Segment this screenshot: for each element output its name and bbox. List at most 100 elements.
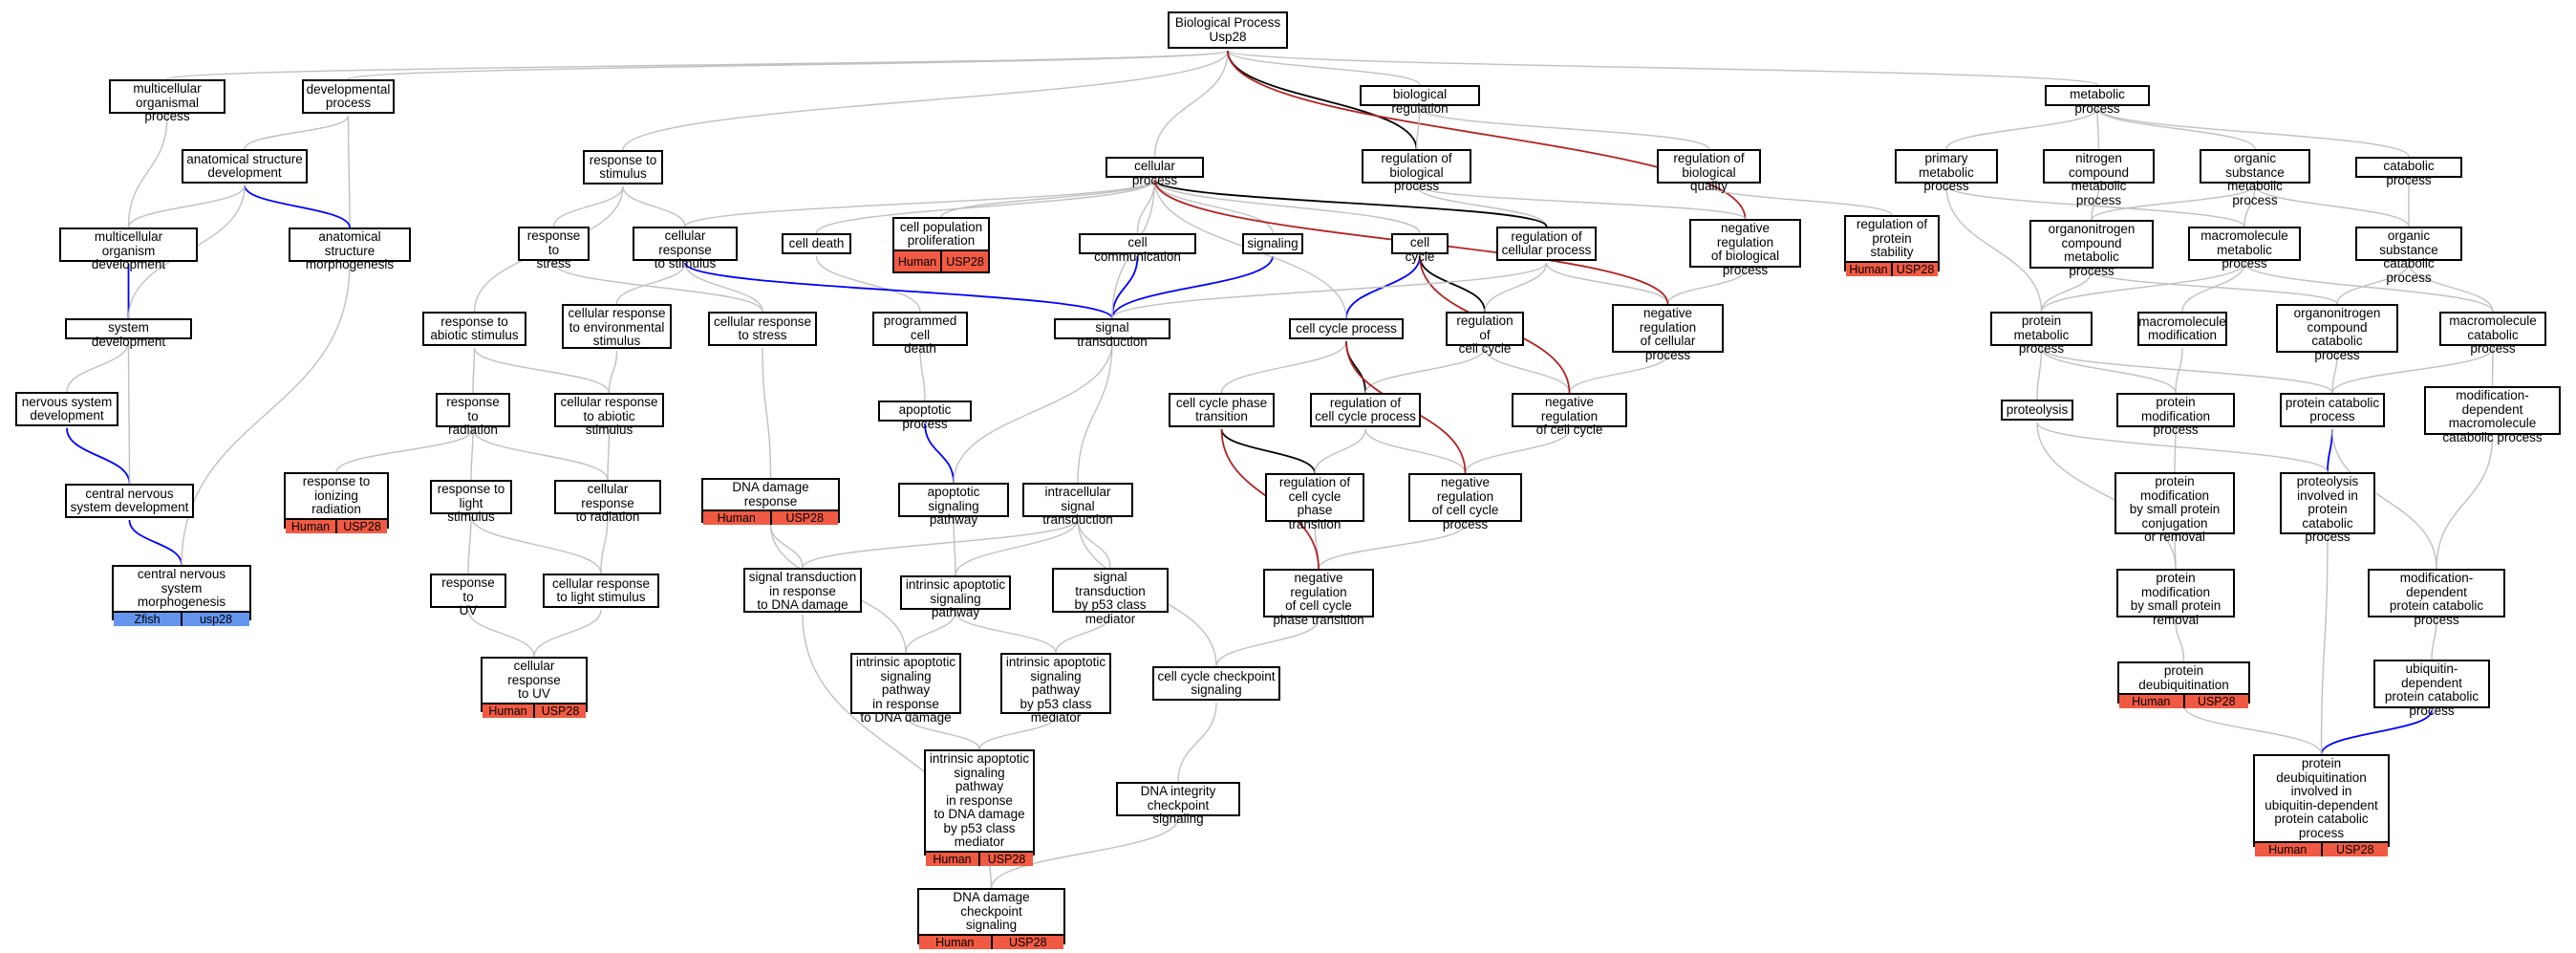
go-term-proteolysis[interactable]: proteolysis bbox=[2001, 400, 2073, 421]
go-term-label: cellular response to stimulus bbox=[654, 228, 717, 271]
go-term-intr-apop[interactable]: intrinsic apoptotic signaling pathway bbox=[900, 575, 1011, 619]
go-term-ubiq-dep[interactable]: ubiquitin-dependent protein catabolic pr… bbox=[2373, 660, 2490, 717]
go-term-apop-sig[interactable]: apoptotic signaling pathway bbox=[898, 483, 1009, 527]
go-term-cell-resp-stim[interactable]: cellular response to stimulus bbox=[633, 227, 738, 271]
go-term-prot-mod[interactable]: protein modification process bbox=[2116, 393, 2235, 437]
go-term-macro-met[interactable]: macromolecule metabolic process bbox=[2188, 227, 2301, 271]
go-term-reg-bio-quality[interactable]: regulation of biological quality bbox=[1657, 149, 1761, 193]
go-term-intra-sig[interactable]: intracellular signal transduction bbox=[1022, 483, 1133, 527]
go-term-dev-proc[interactable]: developmental process bbox=[302, 79, 395, 114]
go-term-label: cell communication bbox=[1094, 235, 1181, 264]
go-term-prot-deubiq-ubiq[interactable]: protein deubiquitination involved in ubi… bbox=[2253, 754, 2390, 856]
go-term-cellular-proc[interactable]: cellular process bbox=[1106, 157, 1204, 186]
go-term-label: DNA damage response bbox=[732, 480, 809, 509]
go-term-neg-reg-cc[interactable]: negative regulation of cell cycle bbox=[1512, 393, 1627, 437]
go-term-signaling[interactable]: signaling bbox=[1242, 233, 1303, 254]
go-term-resp-stim[interactable]: response to stimulus bbox=[583, 150, 663, 184]
go-term-cell-resp-stress[interactable]: cellular response to stress bbox=[708, 312, 817, 346]
go-term-mod-dep-macro[interactable]: modification-dependent macromolecule cat… bbox=[2424, 386, 2561, 444]
edge-dna-integrity-to-cc-checkpoint bbox=[1177, 702, 1217, 783]
go-term-cc-checkpoint[interactable]: cell cycle checkpoint signaling bbox=[1152, 666, 1280, 701]
go-term-cell-resp-env[interactable]: cellular response to environmental stimu… bbox=[562, 304, 672, 349]
go-term-resp-stress[interactable]: response to stress bbox=[518, 227, 590, 271]
go-term-neg-reg-bio[interactable]: negative regulation of biological proces… bbox=[1689, 219, 1801, 276]
go-term-resp-abiotic[interactable]: response to abiotic stimulus bbox=[422, 312, 526, 346]
go-term-neg-reg-cell[interactable]: negative regulation of cellular process bbox=[1612, 304, 1724, 361]
go-term-sig-trans[interactable]: signal transduction bbox=[1054, 318, 1170, 348]
go-term-intr-apop-dna-p53[interactable]: intrinsic apoptotic signaling pathway in… bbox=[924, 749, 1035, 866]
go-term-reg-cc[interactable]: regulation of cell cycle bbox=[1446, 312, 1524, 356]
go-term-reg-cc-proc[interactable]: regulation of cell cycle process bbox=[1310, 393, 1421, 427]
go-term-cc-phase[interactable]: cell cycle phase transition bbox=[1169, 393, 1275, 427]
go-term-anat-dev[interactable]: anatomical structure development bbox=[182, 149, 308, 184]
go-term-macro-mod[interactable]: macromolecule modification bbox=[2137, 312, 2227, 346]
go-term-mod-dep-prot[interactable]: modification-dependent protein catabolic… bbox=[2368, 569, 2505, 626]
go-term-cell-resp-abiotic[interactable]: cellular response to abiotic stimulus bbox=[554, 393, 664, 437]
go-term-resp-uv[interactable]: response to UV bbox=[430, 574, 506, 617]
go-term-label: Biological Process Usp28 bbox=[1174, 15, 1281, 44]
edge-prot-cat-to-orgN-cat bbox=[2331, 354, 2338, 394]
go-term-orgN-met[interactable]: organonitrogen compound metabolic proces… bbox=[2029, 220, 2154, 277]
go-term-label: modification-dependent protein catabolic… bbox=[2389, 571, 2484, 627]
go-term-intr-apop-dna[interactable]: intrinsic apoptotic signaling pathway in… bbox=[850, 653, 961, 725]
go-term-catabolic[interactable]: catabolic process bbox=[2355, 157, 2462, 186]
go-term-cell-death[interactable]: cell death bbox=[782, 233, 851, 254]
go-term-orgN-cat[interactable]: organonitrogen compound catabolic proces… bbox=[2276, 304, 2398, 361]
go-term-label: response to abiotic stimulus bbox=[430, 314, 519, 342]
go-term-neg-reg-cc-phase[interactable]: negative regulation of cell cycle phase … bbox=[1263, 569, 1374, 626]
go-term-sig-p53[interactable]: signal transduction by p53 class mediato… bbox=[1052, 568, 1169, 625]
go-term-label: protein modification process bbox=[2140, 395, 2211, 437]
go-term-cell-resp-rad[interactable]: cellular response to radiation bbox=[554, 480, 661, 524]
gene-tag: USP28 bbox=[2320, 843, 2389, 856]
edge-intr-apop-dna-to-intr-apop bbox=[905, 611, 956, 654]
go-term-reg-bio-proc[interactable]: regulation of biological process bbox=[1362, 149, 1471, 193]
go-term-resp-rad[interactable]: response to radiation bbox=[436, 393, 510, 437]
go-term-cell-comm[interactable]: cell communication bbox=[1079, 233, 1196, 263]
go-term-ns-dev[interactable]: nervous system development bbox=[15, 392, 118, 426]
go-term-anat-morph[interactable]: anatomical structure morphogenesis bbox=[289, 227, 411, 271]
go-term-resp-light[interactable]: response to light stimulus bbox=[430, 480, 512, 524]
go-term-prog-death[interactable]: programmed cell death bbox=[872, 312, 968, 356]
edge-macro-met-to-primary-met bbox=[1945, 184, 2245, 227]
go-term-cell-cycle[interactable]: cell cycle bbox=[1391, 233, 1449, 263]
go-term-prot-mod-removal[interactable]: protein modification by small protein re… bbox=[2116, 569, 2235, 626]
go-term-macro-cat[interactable]: macromolecule catabolic process bbox=[2439, 312, 2546, 356]
go-term-prot-cat[interactable]: protein catabolic process bbox=[2280, 393, 2385, 427]
go-term-sig-dna[interactable]: signal transduction in response to DNA d… bbox=[743, 568, 862, 613]
go-term-nitrogen-met[interactable]: nitrogen compound metabolic process bbox=[2043, 149, 2155, 206]
edge-neg-reg-cc-proc-to-neg-reg-cc bbox=[1464, 428, 1571, 474]
go-term-reg-cc-phase[interactable]: regulation of cell cycle phase transitio… bbox=[1265, 473, 1364, 531]
go-term-label: DNA damage checkpoint signaling bbox=[953, 890, 1030, 932]
go-term-prot-met[interactable]: protein metabolic process bbox=[1990, 312, 2093, 356]
go-term-apoptotic[interactable]: apoptotic process bbox=[878, 401, 972, 430]
go-term-org-sub-met[interactable]: organic substance metabolic process bbox=[2200, 149, 2310, 206]
go-term-bio-reg[interactable]: biological regulation bbox=[1360, 85, 1480, 115]
go-term-root[interactable]: Biological Process Usp28 bbox=[1168, 11, 1288, 49]
edge-neg-reg-cell-to-neg-reg-bio bbox=[1666, 269, 1747, 305]
go-term-multi-org[interactable]: multicellular organismal process bbox=[109, 79, 225, 123]
go-term-cns-dev[interactable]: central nervous system development bbox=[65, 484, 194, 518]
go-term-cell-resp-light[interactable]: cellular response to light stimulus bbox=[543, 574, 659, 608]
go-term-dna-integrity[interactable]: DNA integrity checkpoint signaling bbox=[1116, 782, 1240, 826]
go-term-cc-process[interactable]: cell cycle process bbox=[1289, 318, 1404, 339]
go-term-org-sub-cat[interactable]: organic substance catabolic process bbox=[2355, 227, 2462, 284]
go-term-prot-mod-small[interactable]: protein modification by small protein co… bbox=[2114, 472, 2235, 544]
go-term-sys-dev[interactable]: system development bbox=[65, 318, 192, 348]
go-term-intr-apop-p53[interactable]: intrinsic apoptotic signaling pathway by… bbox=[1000, 653, 1111, 725]
go-term-primary-met[interactable]: primary metabolic process bbox=[1895, 149, 1998, 193]
go-term-reg-cell-proc[interactable]: regulation of cellular process bbox=[1496, 227, 1597, 261]
go-term-proteolysis-cat[interactable]: proteolysis involved in protein cataboli… bbox=[2280, 472, 2375, 544]
go-term-neg-reg-cc-proc[interactable]: negative regulation of cell cycle proces… bbox=[1408, 473, 1522, 531]
go-term-metabolic[interactable]: metabolic process bbox=[2045, 85, 2150, 115]
go-term-label: cell death bbox=[788, 235, 845, 250]
go-term-multi-dev[interactable]: multicellular organism development bbox=[59, 227, 198, 271]
